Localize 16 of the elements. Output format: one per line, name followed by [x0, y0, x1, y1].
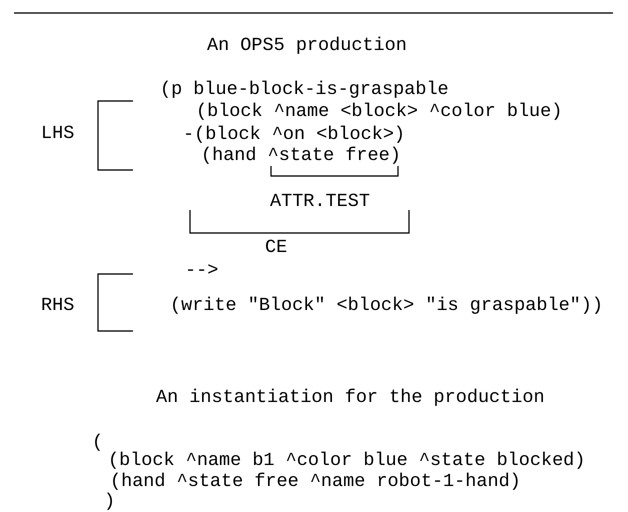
code-line: (p blue-block-is-graspable [160, 80, 449, 100]
heading: An OPS5 production [207, 36, 407, 56]
bracket-label: CE [265, 238, 288, 258]
code-line: (hand ^state free ^name robot-1-hand) [110, 472, 521, 492]
code-line: (write "Block" <block> "is graspable")) [170, 296, 603, 316]
code-line: (block ^name b1 ^color blue ^state blocked) [108, 451, 586, 471]
code-line: -(block ^on <block>) [183, 125, 406, 145]
code-line: (block ^name <block> ^color blue) [196, 102, 562, 122]
code-line: ) [104, 492, 116, 512]
side-label: LHS [41, 124, 74, 144]
heading: An instantiation for the production [156, 388, 545, 408]
bracket-label: ATTR.TEST [270, 192, 370, 212]
code-line: ( [92, 433, 104, 453]
code-line: (hand ^state free) [201, 146, 401, 166]
code-line: --> [185, 261, 218, 281]
side-label: RHS [41, 296, 74, 316]
